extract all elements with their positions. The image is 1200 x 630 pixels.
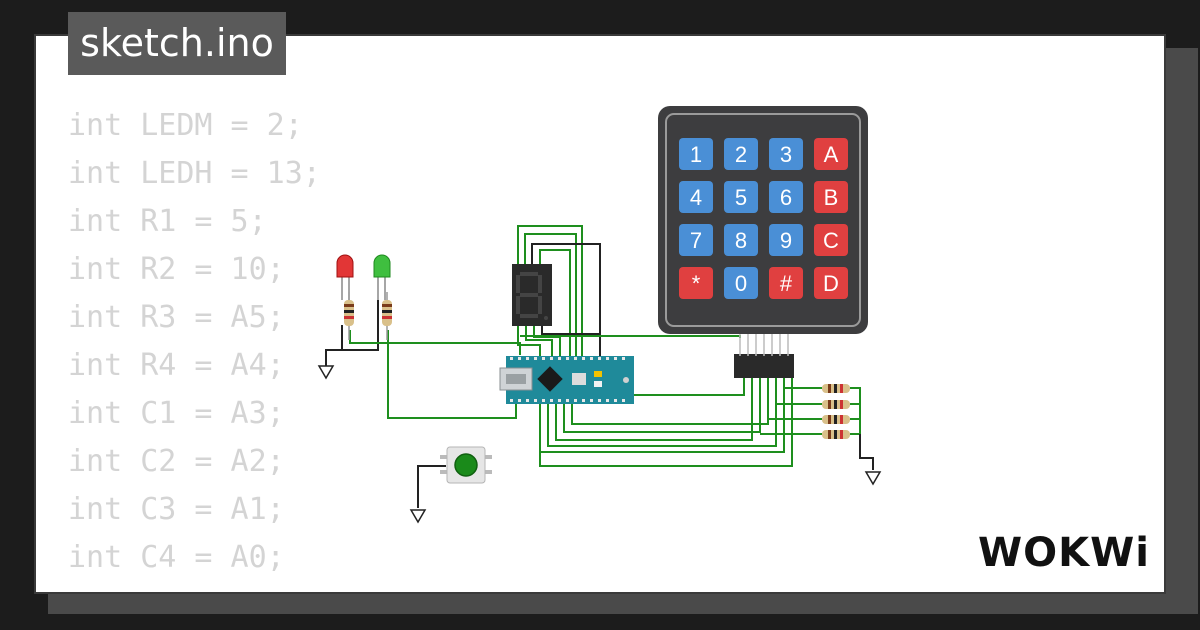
seg-wire-h [541, 325, 601, 356]
keypad-key-A[interactable]: A [814, 138, 848, 170]
keypad-key-label: 7 [690, 228, 702, 253]
keypad-key-label: 8 [735, 228, 747, 253]
resistor-array [822, 384, 850, 439]
keypad-key-label: 1 [690, 142, 702, 167]
led-red-wire [349, 330, 521, 355]
keypad-key-label: C [823, 228, 839, 253]
resistor[interactable] [822, 400, 850, 409]
code-line: int C1 = A3; [68, 396, 285, 431]
keypad-key-label: * [692, 271, 701, 296]
seven-segment-display [512, 264, 552, 326]
keypad-key-label: 5 [735, 185, 747, 210]
keypad-wire-6 [547, 378, 777, 447]
code-line: int LEDM = 2; [68, 108, 303, 143]
seg-wire-b [524, 233, 577, 356]
keypad-key-label: 3 [780, 142, 792, 167]
keypad-key-#[interactable]: # [769, 267, 803, 299]
keypad-key-label: 2 [735, 142, 747, 167]
keypad-key-7[interactable]: 7 [679, 224, 713, 256]
keypad-keys: 1 2 3 A 4 5 6 B 7 8 9 C * 0 # D [679, 138, 848, 299]
code-line: int R4 = A4; [68, 348, 285, 383]
keypad-key-label: 0 [735, 271, 747, 296]
resistor[interactable] [822, 384, 850, 393]
keypad-key-label: # [780, 271, 793, 296]
code-background: int LEDM = 2; int LEDH = 13; int R1 = 5; in… [68, 102, 393, 592]
ground-symbols [317, 365, 882, 524]
seg-wire-d [539, 249, 571, 356]
arduino-nano[interactable] [499, 356, 634, 404]
keypad-wire-3 [555, 378, 753, 441]
keypad-key-2[interactable]: 2 [724, 138, 758, 170]
led-green[interactable] [373, 254, 391, 300]
keypad-key-3[interactable]: 3 [769, 138, 803, 170]
res-ground-wire [859, 434, 874, 470]
keypad-key-label: 4 [690, 185, 702, 210]
res-common [850, 387, 861, 435]
led-ground-wire [325, 325, 343, 366]
sketch-title: sketch.ino [68, 12, 286, 75]
keypad-wire-4 [563, 378, 761, 433]
keypad-key-C[interactable]: C [814, 224, 848, 256]
keypad-key-6[interactable]: 6 [769, 181, 803, 213]
seg-wire-c [531, 243, 601, 356]
code-line: int R1 = 5; [68, 204, 267, 239]
keypad-key-4[interactable]: 4 [679, 181, 713, 213]
code-line: int delayTime = 2; [68, 582, 393, 592]
keypad-key-label: 9 [780, 228, 792, 253]
led-green-wire [387, 330, 517, 419]
keypad-key-*[interactable]: * [679, 267, 713, 299]
led-ground-wire-2 [342, 300, 379, 351]
resistor-led-1[interactable] [344, 292, 354, 340]
led-red[interactable] [336, 254, 354, 300]
code-line: int LEDH = 13; [68, 156, 321, 191]
push-button[interactable] [440, 446, 492, 484]
keypad-key-0[interactable]: 0 [724, 267, 758, 299]
keypad-key-9[interactable]: 9 [769, 224, 803, 256]
seg-wire-e [517, 325, 541, 356]
keypad-key-label: B [824, 185, 839, 210]
keypad-wire-5 [571, 378, 769, 425]
keypad-key-D[interactable]: D [814, 267, 848, 299]
keypad-header [734, 332, 794, 378]
ground-icon [409, 509, 427, 524]
keypad-key-label: D [823, 271, 839, 296]
keypad-key-8[interactable]: 8 [724, 224, 758, 256]
seg-wire-a [517, 225, 583, 356]
resistor[interactable] [822, 415, 850, 424]
code-line: int C2 = A2; [68, 444, 285, 479]
code-line: int C4 = A0; [68, 540, 285, 575]
keypad-wire-8 [539, 378, 793, 467]
resistor[interactable] [822, 430, 850, 439]
keypad-key-B[interactable]: B [814, 181, 848, 213]
code-line: int C3 = A1; [68, 492, 285, 527]
code-line: int R3 = A5; [68, 300, 285, 335]
code-line: int R2 = 10; [68, 252, 285, 287]
button-ground-wire [417, 465, 446, 508]
seg-wire-f [525, 325, 553, 356]
keypad-wire-2 [634, 378, 745, 396]
ground-icon [317, 365, 335, 380]
resistor-led-2[interactable] [382, 292, 392, 340]
logo-text: WOKWi [978, 530, 1150, 576]
keypad-key-1[interactable]: 1 [679, 138, 713, 170]
keypad-key-5[interactable]: 5 [724, 181, 758, 213]
ground-icon [864, 471, 882, 486]
keypad-key-label: A [824, 142, 839, 167]
wokwi-logo: WOKWi [978, 530, 1150, 576]
keypad-key-label: 6 [780, 185, 792, 210]
